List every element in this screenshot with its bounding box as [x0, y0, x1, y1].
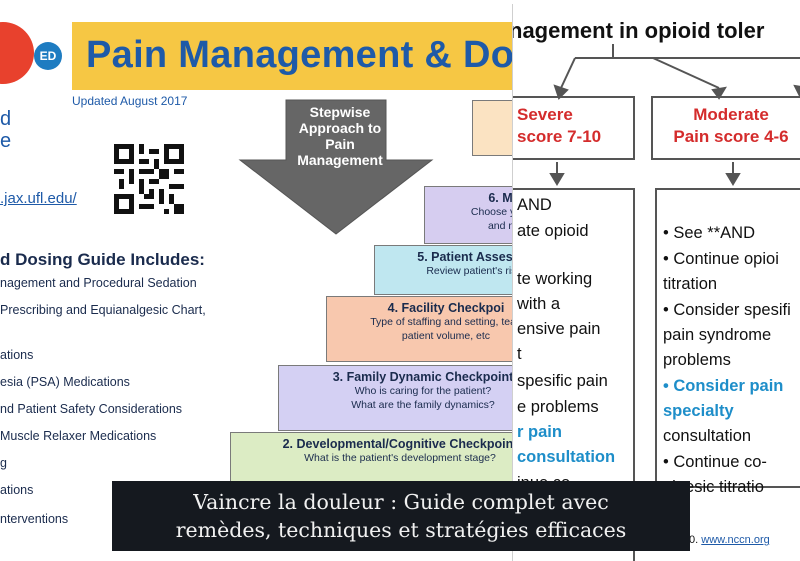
severe-pain-box: Severe score 7-10: [513, 96, 635, 160]
list-item: Prescribing and Equianalgesic Chart,: [0, 303, 206, 317]
logo-ed-badge: ED: [34, 42, 62, 70]
severe-actions-box: AND ate opioid te working with a ensive …: [513, 188, 635, 561]
list-item: te working: [517, 270, 593, 288]
updated-date: Updated August 2017: [72, 94, 188, 108]
nccn-link[interactable]: www.nccn.org: [701, 534, 770, 546]
step-2: 2. Developmental/Cognitive Checkpoint Wh…: [230, 432, 520, 488]
title-banner: Pain Management & Do: [72, 22, 520, 90]
arrow-caption: Stepwise Approach to Pain Management: [297, 104, 383, 168]
opioid-flowchart-document: nagement in opioid toler Severe score 7-…: [512, 4, 800, 561]
down-arrow-icon: [238, 99, 434, 235]
qr-code-icon: [114, 144, 184, 214]
list-item: • Continue opioi: [663, 250, 779, 268]
step-4: 4. Facility Checkpoi Type of staffing an…: [326, 296, 520, 362]
step-5: 5. Patient Assessm Review patient's risk: [374, 245, 520, 295]
list-item: ations: [0, 348, 34, 362]
list-item: consultation: [517, 448, 616, 466]
list-item: nagement and Procedural Sedation: [0, 276, 197, 290]
list-item: • Consider spesifi: [663, 301, 791, 319]
flow-connectors: [549, 44, 800, 186]
list-item: • Continue co-: [663, 453, 767, 471]
step-3: 3. Family Dynamic Checkpoint Who is cari…: [278, 365, 520, 431]
guide-url-link[interactable]: .jax.ufl.edu/: [0, 190, 77, 207]
moderate-actions-box: • See **AND • Continue opioi titration •…: [655, 188, 800, 496]
article-caption: Vaincre la douleur : Guide complet avec …: [112, 481, 690, 551]
list-item: pain syndrome: [663, 326, 772, 344]
list-item: with a: [517, 295, 561, 313]
flowchart-title: nagement in opioid toler: [512, 18, 765, 43]
list-item: r pain: [517, 423, 562, 441]
caption-line-1: Vaincre la douleur : Guide complet avec: [193, 490, 609, 514]
list-item: nd Patient Safety Considerations: [0, 402, 183, 416]
list-item: consultation: [663, 427, 752, 445]
list-item: • Consider pain: [663, 377, 784, 395]
list-item: AND: [517, 196, 552, 214]
list-item: specialty: [663, 402, 734, 420]
list-item: esia (PSA) Medications: [0, 375, 130, 389]
guide-includes-heading: d Dosing Guide Includes:: [0, 250, 205, 269]
pain-guide-document: ED d e Pain Management & Do Updated Augu…: [0, 22, 520, 526]
moderate-pain-box: Moderate Pain score 4-6: [651, 96, 800, 160]
list-item: ate opioid: [517, 222, 589, 240]
list-item: ensive pain: [517, 320, 601, 338]
list-item: g: [0, 456, 7, 470]
list-item: • See **AND: [663, 224, 755, 242]
logo-circle: [0, 22, 34, 84]
step-6: 6. Ma Choose your " and no: [424, 186, 520, 244]
source-citation: 0. www.nccn.org: [689, 534, 770, 546]
caption-line-2: remèdes, techniques et stratégies effica…: [175, 518, 627, 542]
list-item: spesific pain: [517, 372, 608, 390]
list-item: t: [517, 345, 522, 363]
document-title: Pain Management & Do: [86, 34, 515, 76]
logo-text: d e: [0, 108, 12, 152]
list-item: e problems: [517, 398, 599, 416]
list-item: titration: [663, 275, 718, 293]
list-item: ations: [0, 483, 34, 497]
list-item: nterventions: [0, 512, 69, 526]
list-item: Muscle Relaxer Medications: [0, 429, 157, 443]
list-item: problems: [663, 351, 731, 369]
